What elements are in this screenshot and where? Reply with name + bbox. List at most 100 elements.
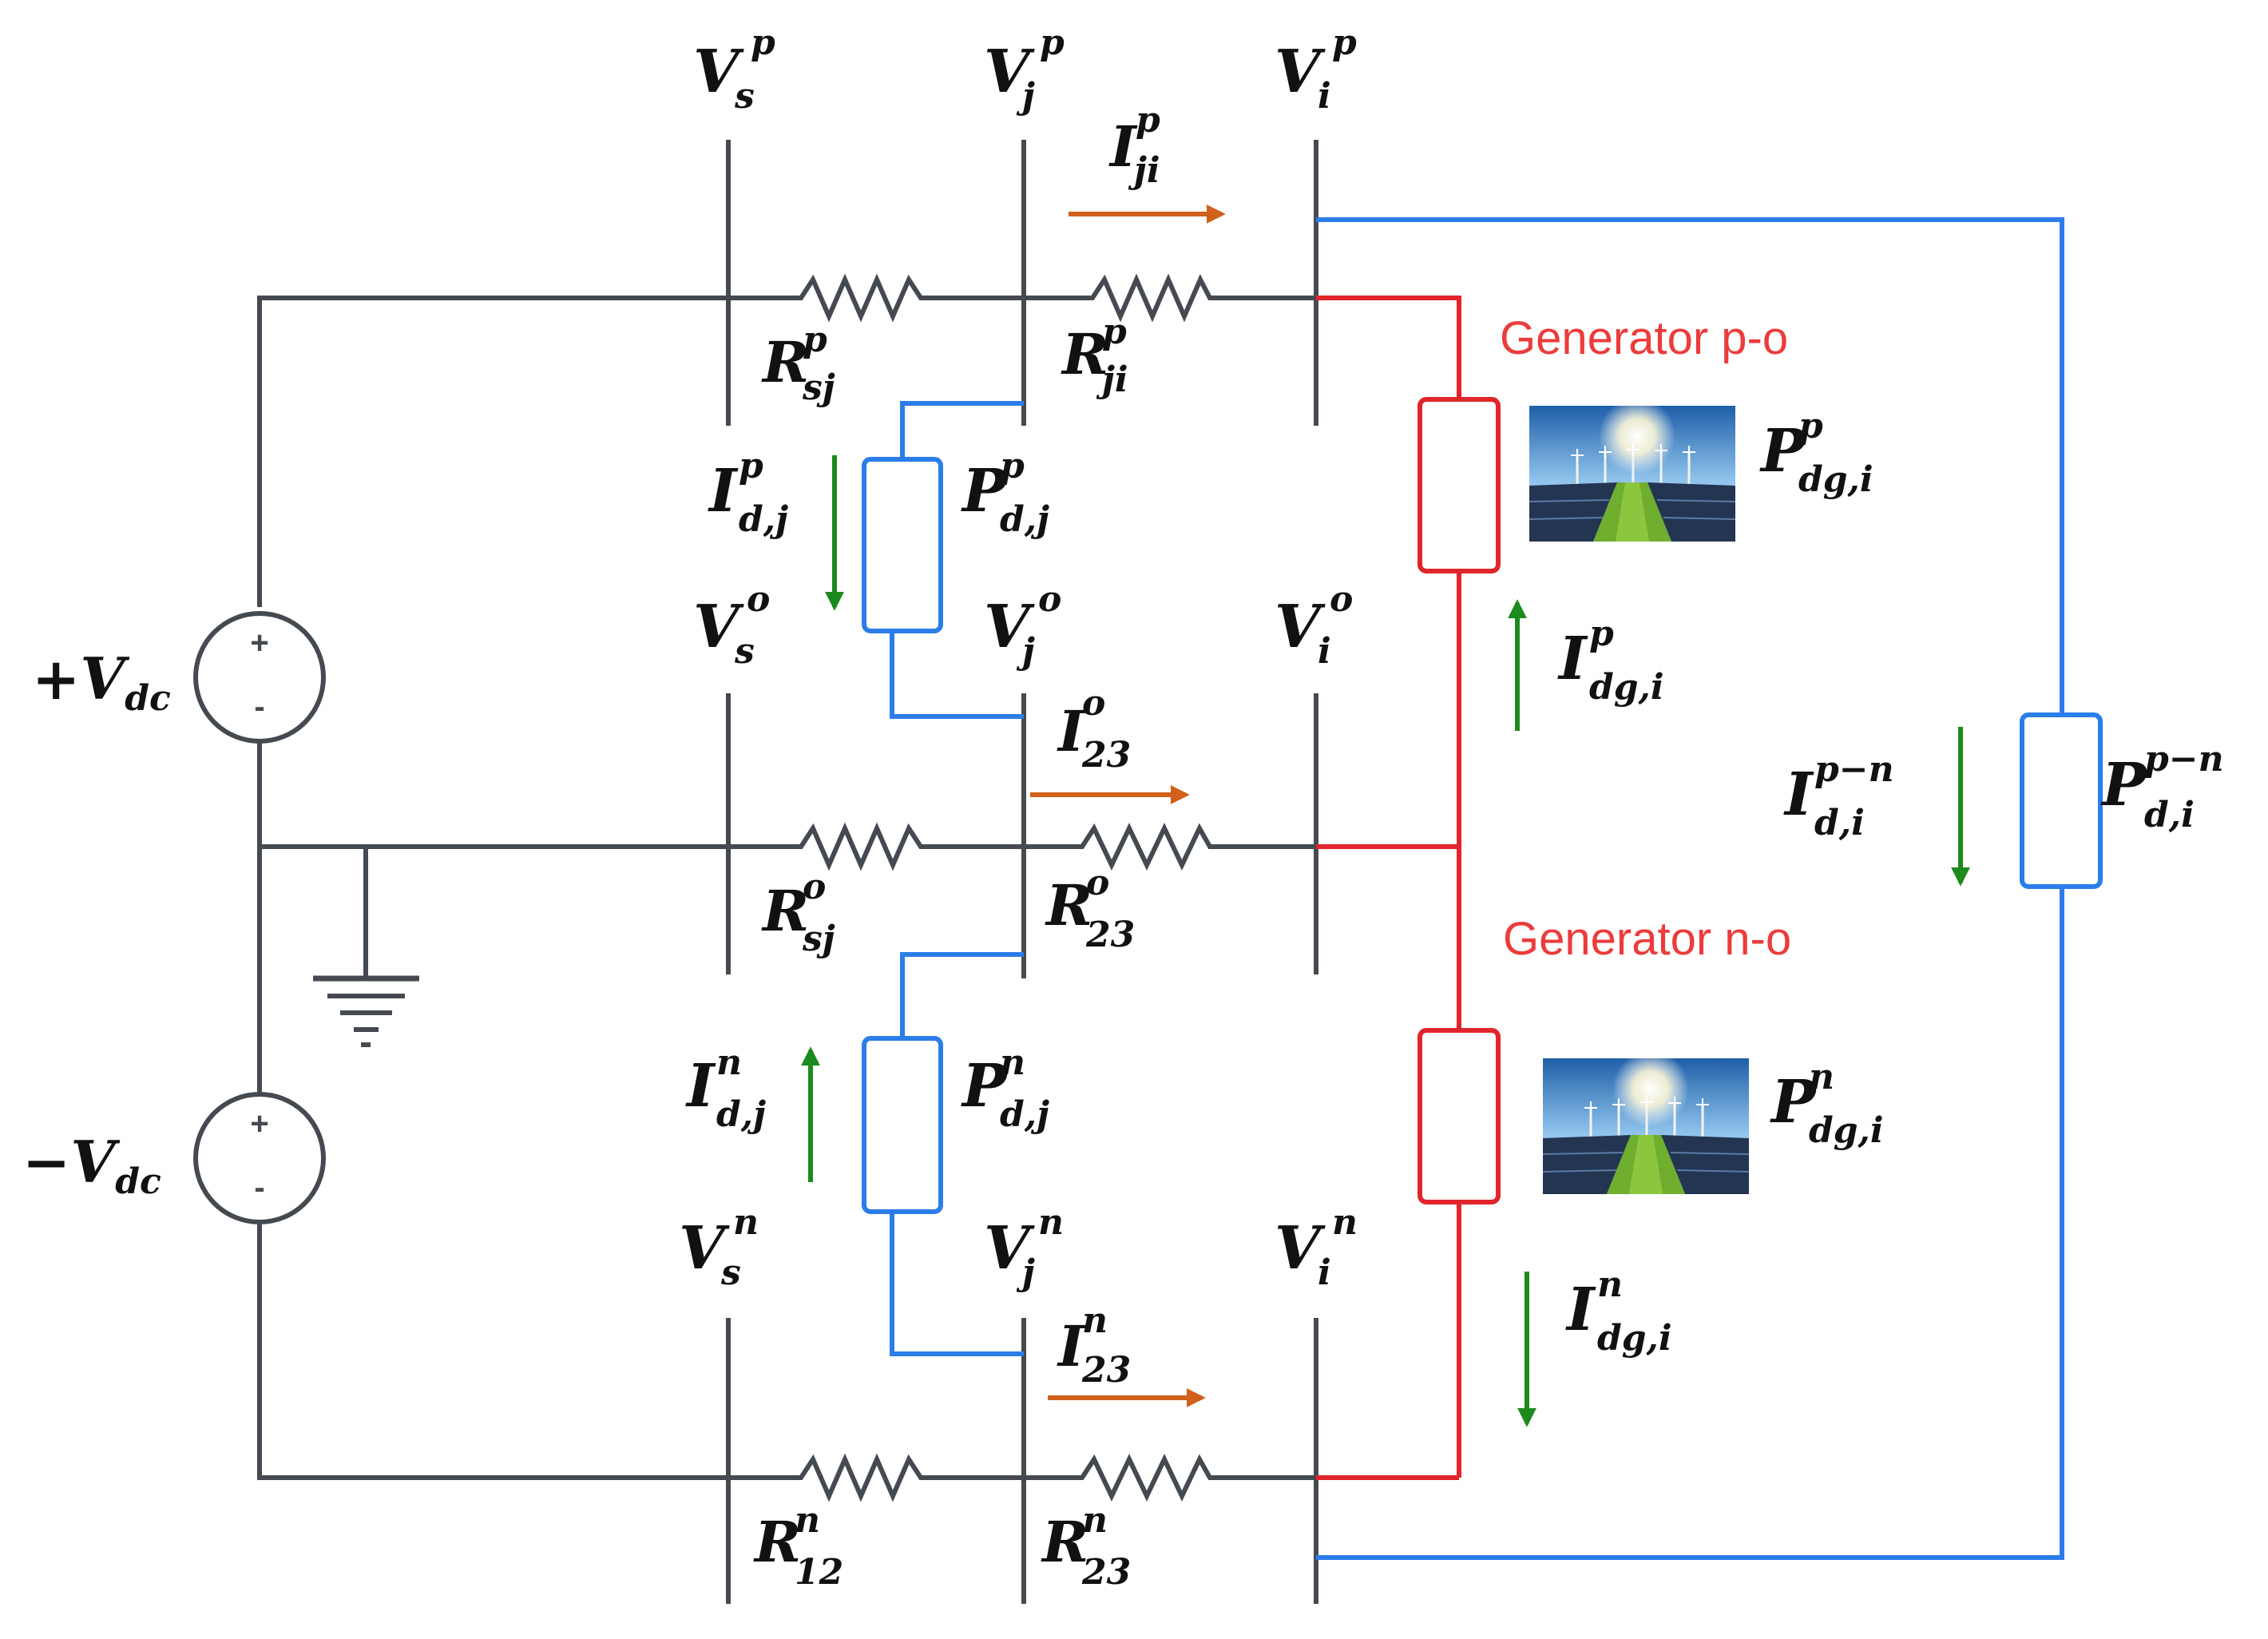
svg-text:p: p xyxy=(1102,312,1127,352)
svg-text:V: V xyxy=(1275,1214,1326,1283)
svg-text:12: 12 xyxy=(795,1552,843,1593)
svg-text:o: o xyxy=(1082,683,1105,724)
svg-text:d,j: d,j xyxy=(716,1094,766,1135)
svg-text:V: V xyxy=(984,1214,1035,1283)
svg-text:V: V xyxy=(1275,593,1326,661)
svg-text:i: i xyxy=(1318,631,1331,672)
load-dj-n-box xyxy=(862,1036,943,1214)
svg-text:I: I xyxy=(1557,625,1588,693)
svg-text:P: P xyxy=(1759,417,1807,486)
svg-text:dg,i: dg,i xyxy=(1589,667,1664,708)
label-vs-o: Vso xyxy=(693,579,770,672)
svg-text:sj: sj xyxy=(802,367,835,408)
label-p-dgi-n: Pdg,in xyxy=(1770,1057,1884,1151)
svg-text:n: n xyxy=(1038,1202,1064,1243)
label-vs-p: Vsp xyxy=(693,22,775,117)
svg-text:p: p xyxy=(1798,406,1823,446)
svg-text:I: I xyxy=(1108,113,1138,180)
svg-text:s: s xyxy=(734,631,755,672)
source-negative-minus: - xyxy=(254,1170,264,1205)
svg-text:p−n: p−n xyxy=(1814,749,1894,790)
svg-text:o: o xyxy=(747,579,770,620)
load-dj-p-box xyxy=(862,457,943,633)
label-positive-vdc: +Vdc xyxy=(32,645,171,719)
resistor-ji-p xyxy=(1080,273,1222,323)
label-p-dj-p: Pd,jp xyxy=(961,446,1049,540)
label-p-di-pn: Pd,ip−n xyxy=(2100,739,2224,835)
solar-panel-image-no xyxy=(1541,1049,1751,1196)
solar-panel-image-po xyxy=(1528,396,1737,543)
load-di-pn-box xyxy=(2020,712,2103,889)
svg-text:P: P xyxy=(961,1052,1009,1121)
svg-text:R: R xyxy=(761,878,809,944)
svg-text:n: n xyxy=(1082,1500,1108,1541)
label-vi-n: Vin xyxy=(1275,1202,1358,1293)
generator-wires xyxy=(1316,296,1501,1480)
svg-text:R: R xyxy=(1041,1509,1088,1575)
generator-no-box xyxy=(1418,1028,1501,1204)
label-vi-o: Vio xyxy=(1275,579,1353,672)
svg-text:o: o xyxy=(803,867,826,907)
resistor-sj-o xyxy=(787,822,934,871)
svg-text:I: I xyxy=(1565,1276,1596,1344)
svg-text:p: p xyxy=(751,22,775,63)
svg-text:n: n xyxy=(1809,1057,1834,1097)
svg-text:V: V xyxy=(984,38,1035,106)
svg-text:R: R xyxy=(1061,321,1108,387)
svg-text:R: R xyxy=(761,329,809,395)
svg-text:p: p xyxy=(1040,22,1065,63)
svg-text:I: I xyxy=(1783,760,1814,829)
svg-text:s: s xyxy=(734,76,755,117)
svg-text:V: V xyxy=(984,593,1035,661)
svg-text:n: n xyxy=(1332,1202,1358,1243)
load-wires xyxy=(862,217,2103,1560)
svg-text:n: n xyxy=(795,1500,820,1541)
svg-text:P: P xyxy=(1770,1068,1818,1137)
svg-text:p−n: p−n xyxy=(2144,739,2224,780)
svg-text:V: V xyxy=(693,593,744,661)
svg-text:dg,i: dg,i xyxy=(1597,1318,1672,1359)
generator-po-title: Generator p-o xyxy=(1500,312,1788,364)
source-negative xyxy=(193,1092,326,1224)
generator-po-box xyxy=(1418,397,1501,573)
svg-text:I: I xyxy=(685,1052,716,1121)
svg-text:d,j: d,j xyxy=(739,499,788,540)
svg-text:n: n xyxy=(716,1042,742,1083)
label-negative-vdc: −Vdc xyxy=(22,1128,161,1202)
svg-text:23: 23 xyxy=(1081,1350,1131,1391)
ground-symbol xyxy=(313,847,419,1047)
main-wires xyxy=(193,140,1318,1604)
svg-text:n: n xyxy=(1082,1300,1108,1341)
svg-text:n: n xyxy=(733,1202,759,1243)
source-left-wire xyxy=(257,296,728,607)
label-vs-n: Vsn xyxy=(679,1202,759,1293)
svg-text:23: 23 xyxy=(1081,735,1131,776)
source-negative-plus: + xyxy=(250,1106,268,1141)
source-positive xyxy=(193,611,326,744)
svg-text:d,i: d,i xyxy=(1814,803,1865,843)
svg-text:p: p xyxy=(803,319,827,360)
label-p-dgi-p: Pdg,ip xyxy=(1759,406,1873,500)
svg-text:p: p xyxy=(1332,22,1357,63)
svg-text:R: R xyxy=(1045,872,1092,939)
label-vj-p: Vjp xyxy=(984,22,1065,117)
current-arrows xyxy=(801,204,1970,1427)
svg-text:p: p xyxy=(1136,100,1160,141)
svg-text:o: o xyxy=(1086,863,1109,903)
generator-no-title: Generator n-o xyxy=(1503,913,1791,965)
resistor-23-o xyxy=(1069,823,1222,871)
label-vi-p: Vip xyxy=(1275,22,1357,117)
svg-text:p: p xyxy=(1000,446,1025,486)
svg-text:I: I xyxy=(708,457,739,526)
